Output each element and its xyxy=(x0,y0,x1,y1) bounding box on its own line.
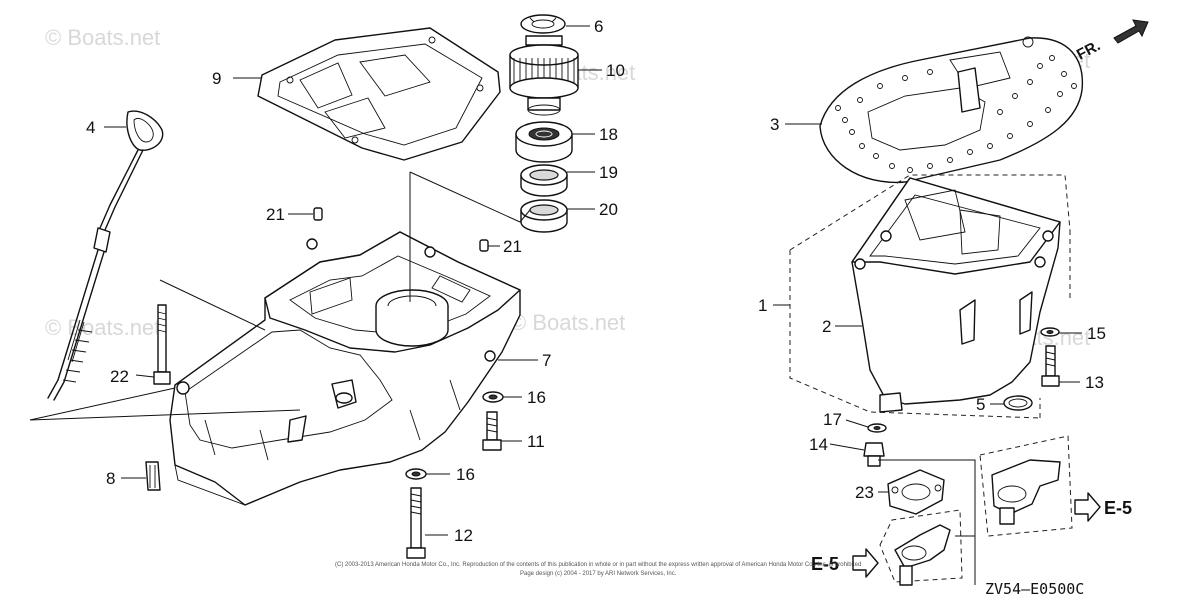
part-3-gasket-plate[interactable] xyxy=(819,36,1084,184)
e5-reference-right: E-5 xyxy=(1074,492,1132,522)
callout-8: 8 xyxy=(106,469,115,488)
watermark-text: © Boats.net xyxy=(510,310,625,335)
callout-6: 6 xyxy=(594,17,603,36)
e5-reference-label: E-5 xyxy=(811,554,839,574)
front-direction-indicator: FR. xyxy=(1074,19,1149,64)
callout-11: 11 xyxy=(527,432,545,451)
callout-2: 2 xyxy=(822,317,831,336)
copyright-line: Page design (c) 2004 - 2017 by ARI Netwo… xyxy=(520,571,677,577)
part-4-dipstick[interactable] xyxy=(47,110,164,401)
part-19-oil-seal[interactable] xyxy=(520,164,568,197)
part-16-washer[interactable] xyxy=(482,391,504,403)
part-7-extension-case[interactable] xyxy=(169,231,521,506)
callout-19: 19 xyxy=(599,163,618,182)
callout-9: 9 xyxy=(212,69,221,88)
callout-18: 18 xyxy=(599,125,618,144)
leader-lines xyxy=(29,25,1082,536)
part-20-oil-seal[interactable] xyxy=(520,199,568,233)
part-1-oil-case-assembly-outline xyxy=(789,174,1071,419)
callout-16: 16 xyxy=(456,465,475,484)
arrow-right-icon xyxy=(1074,492,1101,522)
callout-4: 4 xyxy=(86,118,95,137)
part-8-dowel[interactable] xyxy=(145,461,161,491)
callout-16: 16 xyxy=(527,388,546,407)
part-21-dowel-pin[interactable] xyxy=(313,207,323,221)
part-14-drain-plug[interactable] xyxy=(863,442,885,467)
callout-10: 10 xyxy=(606,61,625,80)
part-12-bolt[interactable] xyxy=(406,487,426,559)
callout-13: 13 xyxy=(1085,373,1104,392)
callout-17: 17 xyxy=(823,410,842,429)
part-22-bolt[interactable] xyxy=(153,304,171,385)
callout-21: 21 xyxy=(266,205,285,224)
water-tube-subassembly-upper xyxy=(979,435,1073,537)
arrow-icon xyxy=(1113,19,1149,44)
part-15-washer[interactable] xyxy=(1040,327,1060,337)
callout-21: 21 xyxy=(503,237,522,256)
diagram-code: ZV54—E0500C xyxy=(985,580,1084,598)
arrow-right-icon xyxy=(852,548,879,578)
callout-14: 14 xyxy=(809,435,828,454)
part-13-bolt[interactable] xyxy=(1041,345,1060,387)
copyright-line: (C) 2003-2013 American Honda Motor Co., … xyxy=(335,562,861,568)
part-21-dowel-pin[interactable] xyxy=(479,239,489,252)
part-11-bolt[interactable] xyxy=(482,411,502,451)
callout-20: 20 xyxy=(599,200,618,219)
part-6-snap-ring[interactable] xyxy=(520,14,566,34)
part-10-gear[interactable] xyxy=(509,35,579,116)
part-18-bearing[interactable] xyxy=(515,121,573,163)
callout-7: 7 xyxy=(542,351,551,370)
callout-3: 3 xyxy=(770,115,779,134)
callout-12: 12 xyxy=(454,526,473,545)
callout-15: 15 xyxy=(1087,324,1106,343)
part-23-gasket[interactable] xyxy=(887,469,945,515)
part-5-o-ring[interactable] xyxy=(1003,395,1033,411)
part-9-gasket[interactable] xyxy=(257,27,501,161)
e5-reference-label: E-5 xyxy=(1104,498,1132,518)
callout-23: 23 xyxy=(855,483,874,502)
watermark-text: © Boats.net xyxy=(45,25,160,50)
part-16-washer[interactable] xyxy=(405,468,427,480)
water-tube-subassembly-lower xyxy=(879,509,963,586)
watermark-text: © Boats.net xyxy=(45,315,160,340)
part-2-oil-case[interactable] xyxy=(851,177,1061,413)
callout-5: 5 xyxy=(976,395,985,414)
callout-1: 1 xyxy=(758,296,767,315)
callout-22: 22 xyxy=(110,367,129,386)
part-17-washer[interactable] xyxy=(867,423,887,433)
e5-reference-left: E-5 xyxy=(811,548,879,578)
callouts: 9 6 10 18 19 20 4 21 21 22 7 16 11 16 12… xyxy=(86,17,1106,545)
